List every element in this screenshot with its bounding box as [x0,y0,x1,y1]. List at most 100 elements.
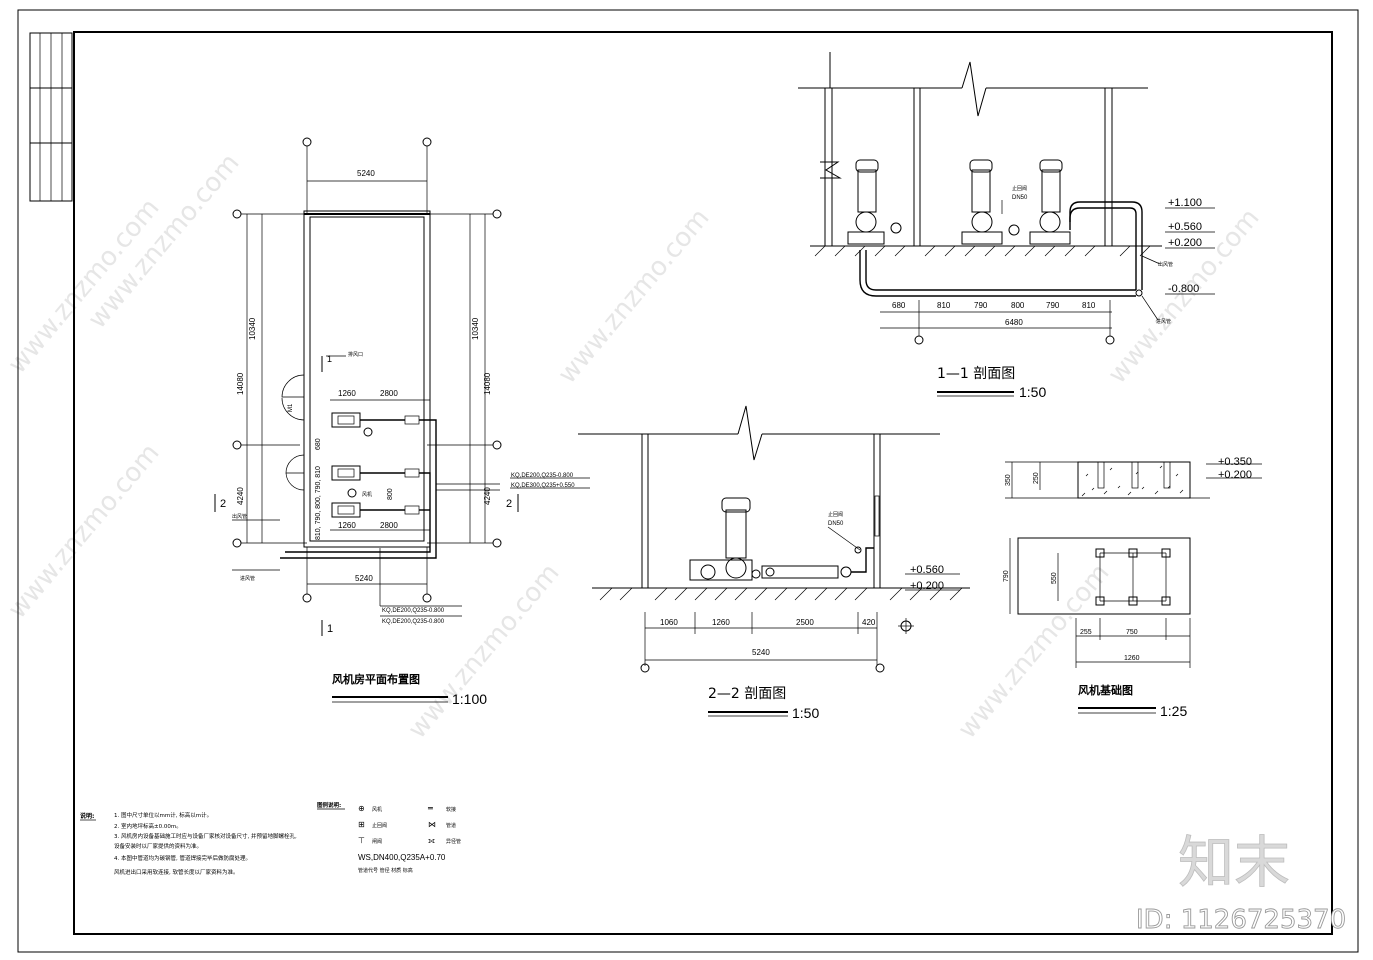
section11-dim: 790 [974,301,988,310]
section22-valve-label: 止回阀 [828,511,843,518]
plan-pipe-note-4: KQ,DE200,Q235-0.800 [382,619,445,625]
foundation-dim-550: 550 [1051,572,1058,584]
plan-row-dims: 810, 790, 800, 790, 810 [315,466,322,540]
plan-fan-label: 风机 [362,491,372,498]
foundation-dim-350: 350 [1005,474,1012,486]
section11-fan [1029,159,1071,245]
plan-scale: 1:100 [452,691,487,707]
plan-dim-left-upper: 14080 [236,372,245,395]
legend-heading: 图例说明: [317,801,341,809]
plan-fan-unit: 风机 [331,465,420,498]
legend-symbol: ⟗ [428,836,435,845]
plan-leader-inlet: 出风管 [232,513,247,520]
title-block [29,32,73,202]
foundation-scale: 1:25 [1160,703,1187,719]
legend-symbol: ⋈ [428,820,436,829]
foundation-section [1077,461,1191,499]
plan-dim-2800-b: 2800 [380,521,398,530]
legend-label: 管道 [446,822,456,829]
image-id-label: ID: 1126725370 [1136,905,1346,935]
legend-pipe-spec-caption: 管道代号 管径 材质 标高 [358,867,413,874]
legend-label: 软接 [446,806,456,813]
foundation-title: 风机基础图 [1078,683,1133,697]
section11-elev-1: +1.100 [1168,197,1202,209]
brand-logo-text: 知末 [1178,831,1290,896]
section11-valve-label: 止回阀 [1012,185,1027,192]
watermark-site-5: www.znzmo.com [2,438,165,624]
door-label: M1 [288,403,294,412]
plan-dim-right-total: 10340 [471,317,480,340]
plan-dim-1260-b: 1260 [338,521,356,530]
section11-fan [847,159,902,245]
section-1-1: 止回阀 DN50 +1.100 +0.560 +0.200 -0.800 出风管… [798,52,1215,400]
foundation-elev-2: +0.200 [1218,469,1252,481]
legend-symbol: ═ [427,804,433,813]
notes-line: 风机进出口采用软连接, 软管长度以厂家资料为准。 [114,868,239,876]
notes-line: 3. 风机房内设备基础施工时应与设备厂家核对设备尺寸, 并预留地脚螺栓孔, [114,832,297,840]
plan-pipe-note-1: KQ,DE200,Q235-0.800 [511,473,574,479]
section11-title: 1—1 剖面图 [937,366,1015,382]
legend-symbol: ⊕ [358,804,365,813]
axis-bubble [422,137,432,147]
plan-leader-outlet: 进风管 [240,575,255,582]
plan-dim-left-lower: 4240 [236,487,245,505]
plan-dim-top: 5240 [357,169,375,178]
section11-dim: 790 [1046,301,1060,310]
section22-fan [689,497,761,581]
section11-dim: 810 [1082,301,1096,310]
plan-fan-unit [331,412,420,437]
section11-elev-4: -0.800 [1168,283,1199,295]
foundation-elev-1: +0.350 [1218,456,1252,468]
section11-dim: 800 [1011,301,1025,310]
section22-scale: 1:50 [792,705,819,721]
legend: 图例说明: ⊕ 风机 ⊞ 止回阀 ⊤ 闸阀 ═ 软接 ⋈ 管道 ⟗ 异径管 WS… [317,801,461,874]
ground-hatch [599,587,963,601]
section11-note-right-2: 进风管 [1156,318,1171,325]
foundation-dim-790: 790 [1003,570,1010,582]
plan-section-1-bottom: 1 [327,623,333,635]
plan-section-2-right: 2 [506,498,512,510]
section22-dim: 420 [862,618,876,627]
section22-elev-1: +0.560 [910,564,944,576]
notes-line: 1. 图中尺寸单位以mm计, 标高以m计。 [114,811,212,819]
section22-pipe [761,565,839,579]
legend-pipe-spec: WS,DN400,Q235A+0.70 [358,853,446,862]
axis-bubble [302,137,312,147]
legend-label: 止回阀 [372,822,387,829]
foundation-dim-1260: 1260 [1124,655,1140,662]
plan-dim-800: 800 [387,488,394,500]
foundation-detail: 350 250 +0.350 +0.200 790 550 255 750 12… [1003,456,1262,719]
plan-section-1-top: 1 [327,354,332,364]
legend-symbol: ⊞ [358,820,365,829]
plan-section-2-left: 2 [220,498,226,510]
plan-row-dim-top: 680 [315,438,322,450]
outer-border [17,9,1359,953]
foundation-dim-750: 750 [1126,629,1138,636]
plan-view: 5240 10340 14080 4240 10340 14080 4240 [214,137,590,707]
notes-heading: 说明: [80,812,94,820]
plan-room-inner-wall [309,216,425,542]
general-notes: 说明: 1. 图中尺寸单位以mm计, 标高以m计。 2. 室内地坪标高±0.00… [80,811,297,876]
legend-label: 异径管 [446,838,461,845]
section11-dim: 810 [937,301,951,310]
notes-line: 设备安装时以厂家提供的资料为准。 [114,842,202,850]
section22-valve-size: DN50 [828,521,844,527]
foundation-plan [1017,537,1191,615]
plan-dim-1260-a: 1260 [338,389,356,398]
door-swing [281,397,305,421]
section11-dim: 680 [892,301,906,310]
section22-elev-2: +0.200 [910,580,944,592]
plan-dim-2800-a: 2800 [380,389,398,398]
plan-title: 风机房平面布置图 [332,672,420,686]
plan-room-outer-wall [303,210,431,548]
plan-pipe-note-3: KQ,DE200,Q235-0.800 [382,608,445,614]
section11-note-right-1: 出风管 [1158,261,1173,268]
section-2-2: 止回阀 DN50 +0.560 +0.200 1060 1260 2500 42… [578,405,970,721]
section11-fan [961,159,1020,245]
section11-scale: 1:50 [1019,384,1046,400]
inner-border [73,31,1333,935]
legend-symbol: ⊤ [358,836,365,845]
plan-dim-right-lower: 4240 [483,487,492,505]
section11-dim-total: 6480 [1005,318,1023,327]
